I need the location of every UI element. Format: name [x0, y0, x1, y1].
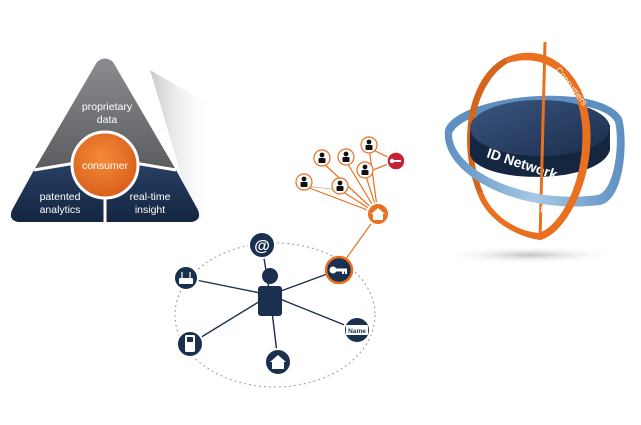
- phone-icon: [176, 330, 204, 358]
- house-hub-icon: [366, 202, 390, 226]
- floor-shadow: [440, 246, 620, 264]
- triangle-shadow: [150, 70, 215, 222]
- consumer-circle: [70, 130, 140, 200]
- svg-text:@: @: [254, 238, 270, 255]
- name-card-icon: Name: [343, 316, 371, 344]
- cluster-person-icon: [360, 136, 378, 154]
- triangle-right-label-1: real-time: [130, 191, 171, 203]
- triangle-graphic: consumer proprietary data patented analy…: [10, 58, 215, 222]
- cluster-person-icon: [356, 161, 374, 179]
- triangle-top-label-1: proprietary: [82, 101, 133, 113]
- consumer-cluster: [295, 136, 406, 195]
- house-icon: [264, 348, 292, 376]
- identity-network-graphic: @ Name: [173, 136, 406, 388]
- triangle-top-label-2: data: [97, 114, 118, 126]
- triangle-left-label-1: patented: [40, 191, 81, 203]
- cluster-person-icon: [331, 177, 349, 195]
- triangle-right-label-2: insight: [135, 204, 165, 216]
- person-icon: [258, 268, 282, 316]
- triangle-segment-proprietary-data: [34, 58, 176, 170]
- id-network-disc-top: [470, 100, 610, 156]
- triangle-left-label-2: analytics: [40, 204, 81, 216]
- enterprises-ring-front: [444, 118, 625, 207]
- name-card-label: Name: [348, 328, 366, 335]
- enterprises-ring-back: [445, 95, 622, 134]
- router-icon: [173, 265, 199, 291]
- key-icon: [324, 255, 354, 285]
- cluster-person-icon: [313, 149, 331, 167]
- id-network-graphic: ID Network Enterprises Consumers: [440, 41, 625, 264]
- cluster-person-icon: [295, 173, 313, 191]
- triangle-center-label: consumer: [82, 160, 129, 172]
- key-red-icon: [386, 151, 406, 171]
- network-dashed-ring: [174, 242, 376, 388]
- cluster-person-icon: [337, 148, 355, 166]
- at-sign-icon: @: [248, 231, 276, 259]
